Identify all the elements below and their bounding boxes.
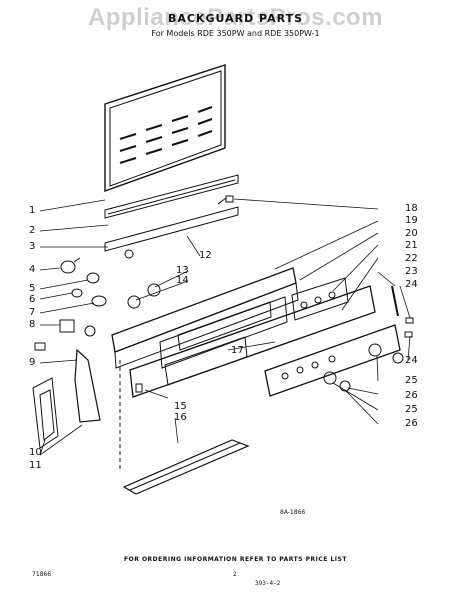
lower-panel xyxy=(264,324,401,397)
callout-24a: 24 xyxy=(405,279,418,290)
callout-1: 1 xyxy=(29,205,36,216)
lower-trim xyxy=(104,206,239,259)
bottom-trim xyxy=(122,439,250,495)
bracket-clip xyxy=(217,195,234,205)
callout-20: 20 xyxy=(405,228,418,239)
callout-7: 7 xyxy=(29,307,36,318)
leader-lines xyxy=(39,198,411,456)
callout-13: 13 xyxy=(176,265,189,276)
callout-12: 12 xyxy=(199,250,212,261)
page-subtitle: For Models RDE 350PW and RDE 350PW-1 xyxy=(151,29,320,38)
control-panel xyxy=(111,267,299,369)
callout-21: 21 xyxy=(405,240,418,251)
page-number: 2 xyxy=(233,571,237,578)
control-knobs xyxy=(323,343,404,392)
glass-panel xyxy=(104,64,226,192)
page-title: BACKGUARD PARTS xyxy=(167,12,304,25)
callout-18: 18 xyxy=(405,203,418,214)
screw xyxy=(135,383,143,393)
callout-2: 2 xyxy=(29,225,36,236)
callout-3: 3 xyxy=(29,241,36,252)
callout-23: 23 xyxy=(405,266,418,277)
diagram-reference: 393-4-2 xyxy=(255,580,281,587)
graphic-panel xyxy=(129,285,376,398)
switch-components xyxy=(34,257,161,351)
trim-strip xyxy=(104,174,239,219)
callout-25b: 25 xyxy=(405,404,418,415)
callout-26b: 26 xyxy=(405,418,418,429)
callout-5: 5 xyxy=(29,283,36,294)
part-code: 71866 xyxy=(32,571,52,578)
callout-25a: 25 xyxy=(405,375,418,386)
callout-15: 15 xyxy=(174,401,187,412)
callout-11: 11 xyxy=(29,460,42,471)
callout-14: 14 xyxy=(176,275,189,286)
callout-17: 17 xyxy=(231,345,244,356)
ordering-footer: FOR ORDERING INFORMATION REFER TO PARTS … xyxy=(124,556,347,563)
callout-22: 22 xyxy=(405,253,418,264)
callout-16: 16 xyxy=(174,412,187,423)
callout-9: 9 xyxy=(29,357,36,368)
end-cap xyxy=(32,348,101,449)
callout-26a: 26 xyxy=(405,390,418,401)
callout-19: 19 xyxy=(405,215,418,226)
callout-6: 6 xyxy=(29,294,36,305)
callout-10: 10 xyxy=(29,447,42,458)
watermark: AppliancePartsPros.com xyxy=(87,4,384,31)
callout-8: 8 xyxy=(29,319,36,330)
callout-24b: 24 xyxy=(405,355,418,366)
rod xyxy=(391,285,414,338)
callout-4: 4 xyxy=(29,264,36,275)
drawing-code: 8A-1866 xyxy=(280,509,306,516)
